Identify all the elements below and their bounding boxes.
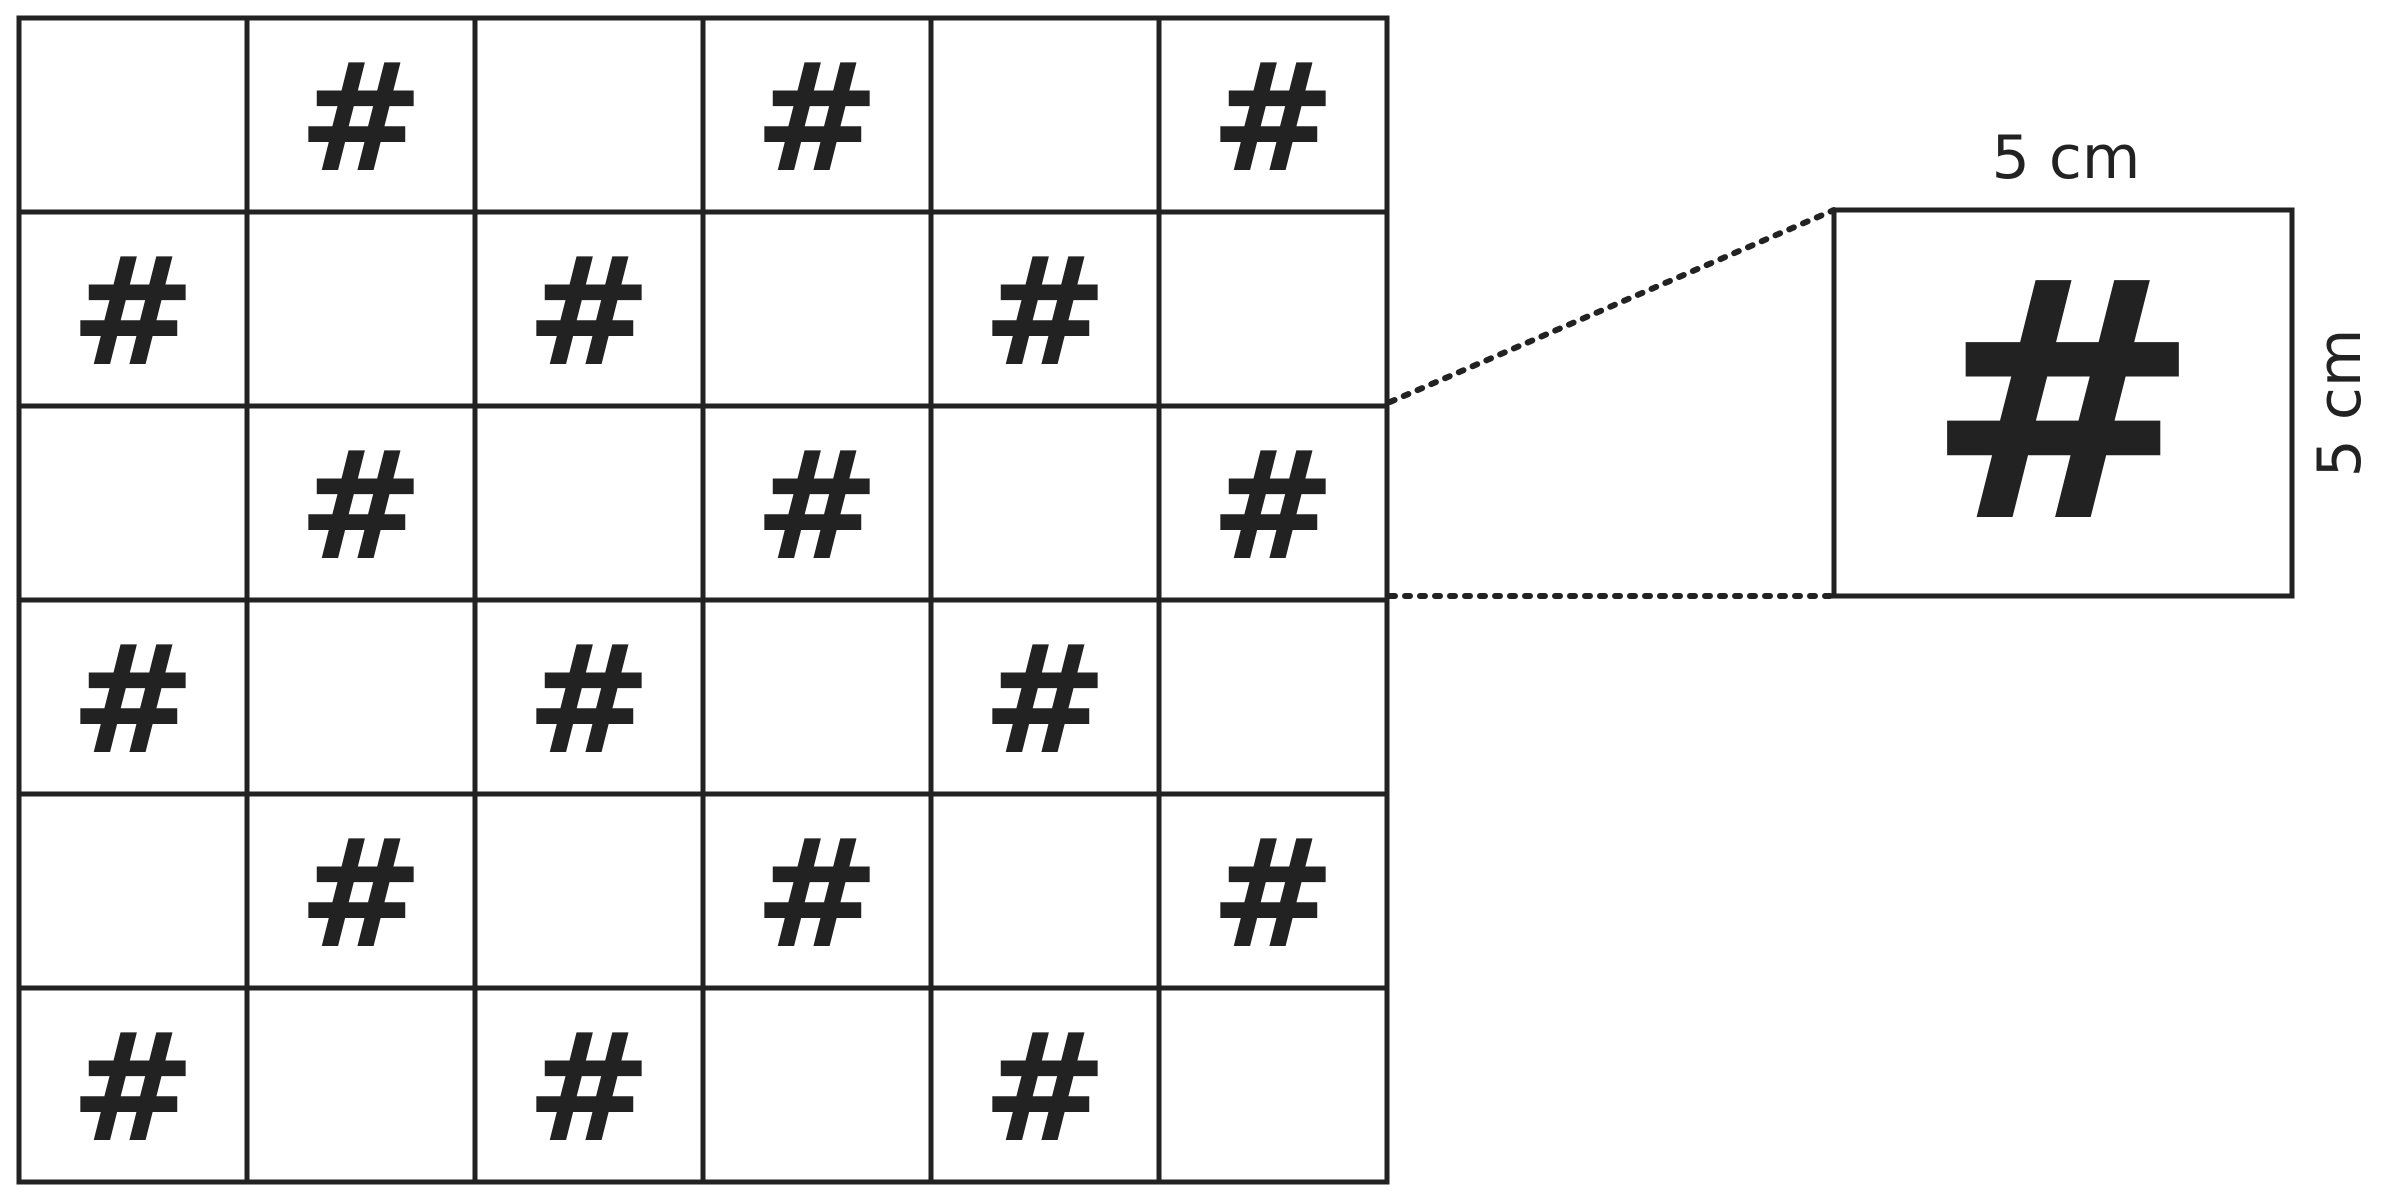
- zoomed-tile: # 5 cm 5 cm: [1831, 123, 2375, 599]
- grid-hash-symbol: #: [754, 420, 880, 594]
- grid-hash-symbol: #: [526, 614, 652, 788]
- grid-hash-symbol: #: [70, 614, 196, 788]
- width-dimension-label: 5 cm: [1992, 123, 2141, 193]
- grid-hash-symbol: #: [526, 226, 652, 400]
- grid-cell: [16, 403, 250, 603]
- height-dimension-label: 5 cm: [2305, 329, 2375, 478]
- grid-hash-symbol: #: [298, 808, 424, 982]
- connector-top-line: [1387, 207, 1837, 405]
- grid-cell: [16, 15, 250, 215]
- grid-hash-symbol: #: [1210, 420, 1336, 594]
- grid-hash-symbol: #: [70, 226, 196, 400]
- grid-cell: [700, 209, 934, 409]
- grid-cell: [472, 403, 706, 603]
- grid-hash-symbol: #: [754, 808, 880, 982]
- grid-hash-symbol: #: [982, 1002, 1108, 1176]
- grid-cell: [928, 791, 1162, 991]
- grid-cell: [16, 985, 250, 1185]
- grid-cell: [244, 985, 478, 1185]
- grid-cell: [928, 985, 1162, 1185]
- grid-cell: [1156, 209, 1390, 409]
- zoomed-hash-symbol: #: [1925, 211, 2202, 595]
- grid-cell: [1156, 985, 1390, 1185]
- grid-cell: [928, 403, 1162, 603]
- grid-cell: [928, 15, 1162, 215]
- grid-cell: [244, 15, 478, 215]
- grid-cell: [700, 597, 934, 797]
- grid-cell: [472, 985, 706, 1185]
- tile-grid: # # # # # # # # # # # # # # # # # #: [16, 15, 1390, 1185]
- grid-cell: [928, 209, 1162, 409]
- grid-cell: [700, 403, 934, 603]
- grid-cell: [16, 597, 250, 797]
- grid-hash-symbol: #: [298, 420, 424, 594]
- grid-hash-symbol: #: [982, 226, 1108, 400]
- grid-hash-symbol: #: [754, 32, 880, 206]
- grid-hash-symbol: #: [298, 32, 424, 206]
- grid-cell: [244, 209, 478, 409]
- grid-hash-symbol: #: [982, 614, 1108, 788]
- grid-cell: [1156, 597, 1390, 797]
- grid-cell: [700, 985, 934, 1185]
- grid-cell: [700, 15, 934, 215]
- grid-cell: [244, 597, 478, 797]
- grid-cell: [700, 791, 934, 991]
- grid-cell: [472, 791, 706, 991]
- zoom-connectors: [1387, 207, 1837, 599]
- grid-cell: [472, 15, 706, 215]
- grid-hash-symbol: #: [526, 1002, 652, 1176]
- grid-hash-symbol: #: [1210, 32, 1336, 206]
- grid-hash-symbol: #: [70, 1002, 196, 1176]
- grid-cell: [16, 791, 250, 991]
- zoomed-tile-frame: [1831, 207, 2295, 599]
- grid-hash-symbol: #: [1210, 808, 1336, 982]
- grid-cell: [928, 597, 1162, 797]
